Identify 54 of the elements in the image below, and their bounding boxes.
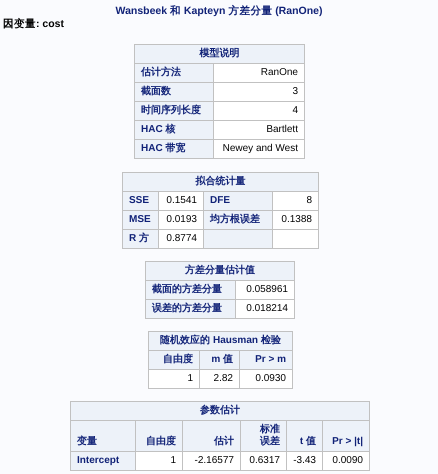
table-title: 模型说明: [135, 45, 304, 63]
column-header: m 值: [200, 351, 239, 369]
row-header: Intercept: [71, 452, 135, 470]
row-header: 误差的方差分量: [146, 300, 235, 318]
data-table: [148, 331, 293, 389]
data-cell: 0.0193: [159, 211, 203, 229]
table-title: 随机效应的 Hausman 检验: [149, 332, 292, 350]
data-cell: 0.0930: [240, 370, 292, 388]
data-cell: 0.8774: [159, 230, 203, 248]
data-cell: 0.1388: [273, 211, 318, 229]
data-cell: 4: [214, 102, 304, 120]
data-table: [70, 401, 370, 471]
data-cell: 0.058961: [236, 281, 294, 299]
data-cell: 0.6317: [241, 452, 286, 470]
data-table: [134, 44, 305, 159]
data-cell: -3.43: [287, 452, 322, 470]
column-header: 自由度: [149, 351, 199, 369]
column-header: Pr > |t|: [323, 421, 369, 451]
row-header: 截面数: [135, 83, 213, 101]
table-title: 方差分量估计值: [146, 262, 294, 280]
data-table: [122, 172, 319, 249]
row-header: 截面的方差分量: [146, 281, 235, 299]
data-cell: 0.1541: [159, 192, 203, 210]
row-header: DFE: [204, 192, 272, 210]
row-header: HAC 带宽: [135, 140, 213, 158]
dependent-variable-label: 因变量: cost: [3, 17, 64, 31]
column-header: Pr > m: [240, 351, 292, 369]
data-cell: Newey and West: [214, 140, 304, 158]
row-header: 估计方法: [135, 64, 213, 82]
data-cell: -2.16577: [183, 452, 240, 470]
column-header: 标准误差: [241, 421, 286, 451]
data-cell: 1: [149, 370, 199, 388]
table-title: 拟合统计量: [123, 173, 318, 191]
column-header: 变量: [71, 421, 135, 451]
row-header: 时间序列长度: [135, 102, 213, 120]
data-cell: Bartlett: [214, 121, 304, 139]
data-cell: 2.82: [200, 370, 239, 388]
row-header: MSE: [123, 211, 158, 229]
column-header: 估计: [183, 421, 240, 451]
row-header: 均方根误差: [204, 211, 272, 229]
data-cell: 3: [214, 83, 304, 101]
column-header: t 值: [287, 421, 322, 451]
row-header: HAC 核: [135, 121, 213, 139]
row-header: SSE: [123, 192, 158, 210]
data-cell: 0.0090: [323, 452, 369, 470]
column-header: 自由度: [136, 421, 182, 451]
data-cell: 8: [273, 192, 318, 210]
data-cell: 0.018214: [236, 300, 294, 318]
table-title: 参数估计: [71, 402, 369, 420]
data-cell: 1: [136, 452, 182, 470]
data-cell: RanOne: [214, 64, 304, 82]
data-table: [145, 261, 295, 319]
row-header: R 方: [123, 230, 158, 248]
report-title: Wansbeek 和 Kapteyn 方差分量 (RanOne): [114, 4, 324, 18]
